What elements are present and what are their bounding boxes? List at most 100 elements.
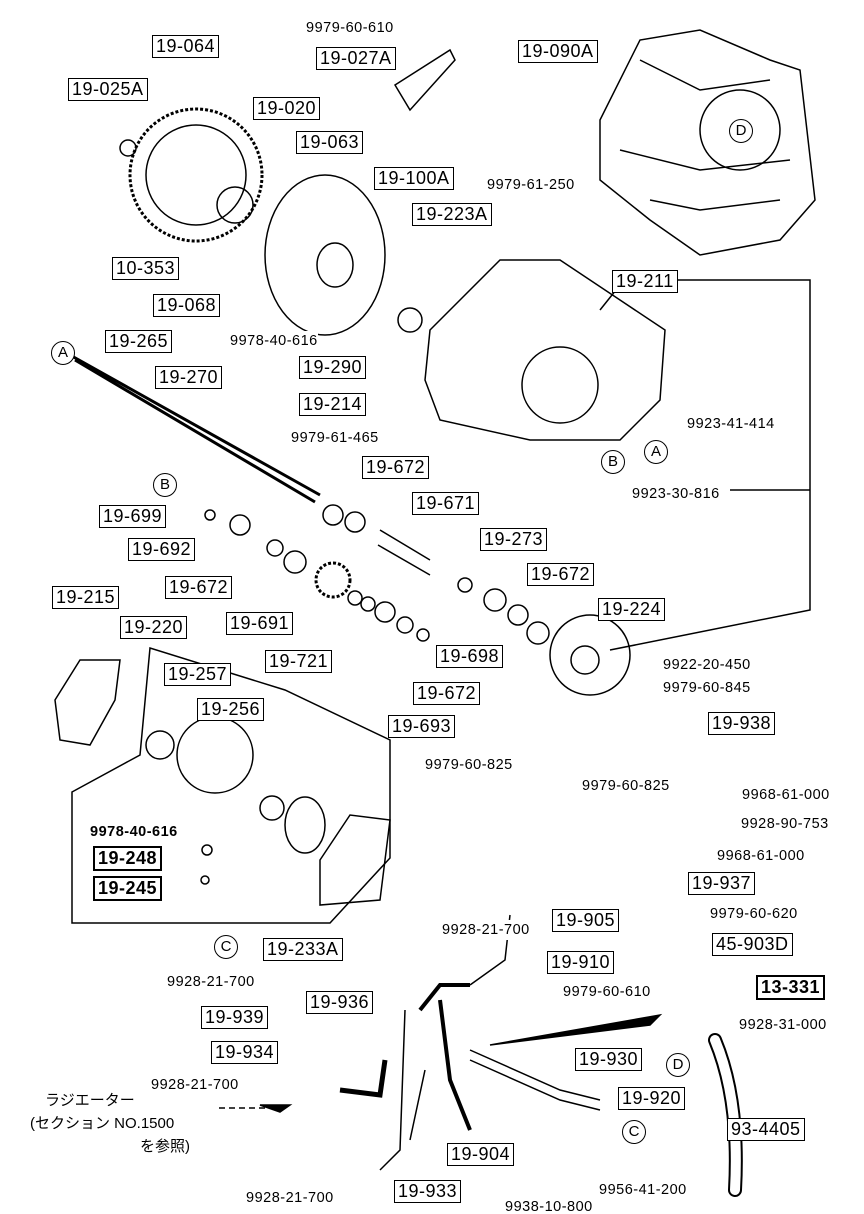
- part-label-19-672[interactable]: 19-672: [165, 576, 233, 599]
- part-number[interactable]: 9928-31-000: [739, 1015, 827, 1035]
- part-number[interactable]: 9979-61-250: [487, 175, 575, 195]
- part-label-19-214[interactable]: 19-214: [299, 393, 367, 416]
- reference-marker-d: D: [729, 119, 753, 143]
- part-number[interactable]: 9928-21-700: [151, 1075, 239, 1095]
- reference-marker-b: B: [153, 473, 177, 497]
- radiator-note-title: ラジエーター: [45, 1092, 135, 1109]
- part-label-19-938[interactable]: 19-938: [708, 712, 776, 735]
- part-label-19-693[interactable]: 19-693: [388, 715, 456, 738]
- part-label-19-671[interactable]: 19-671: [412, 492, 480, 515]
- part-label-19-265[interactable]: 19-265: [105, 330, 173, 353]
- part-label-19-025a[interactable]: 19-025A: [68, 78, 148, 101]
- part-label-19-933[interactable]: 19-933: [394, 1180, 462, 1203]
- part-label-19-672[interactable]: 19-672: [527, 563, 595, 586]
- bushing: [119, 139, 137, 157]
- transaxle-case: [424, 259, 666, 441]
- part-number[interactable]: 9968-61-000: [742, 785, 830, 805]
- part-number[interactable]: 9979-60-610: [563, 982, 651, 1002]
- pump-cover: [319, 814, 391, 906]
- part-label-19-290[interactable]: 19-290: [299, 356, 367, 379]
- part-number[interactable]: 9923-41-414: [687, 414, 775, 434]
- reference-marker-d: D: [666, 1053, 690, 1077]
- part-label-19-672[interactable]: 19-672: [413, 682, 481, 705]
- gear: [314, 561, 352, 599]
- part-number[interactable]: 9979-61-465: [291, 428, 379, 448]
- part-number[interactable]: 9928-90-753: [741, 814, 829, 834]
- part-label-19-910[interactable]: 19-910: [547, 951, 615, 974]
- part-number[interactable]: 9979-60-825: [582, 776, 670, 796]
- cover-plate: [393, 48, 456, 112]
- part-label-19-233a[interactable]: 19-233A: [263, 938, 343, 961]
- part-number[interactable]: 9979-60-825: [425, 755, 513, 775]
- part-label-10-353[interactable]: 10-353: [112, 257, 180, 280]
- case-bore: [699, 89, 781, 171]
- transaxle-assembly: [599, 29, 816, 256]
- part-label-19-224[interactable]: 19-224: [598, 598, 666, 621]
- part-number[interactable]: 9923-30-816: [632, 484, 720, 504]
- part-label-19-939[interactable]: 19-939: [201, 1006, 269, 1029]
- drive-plate: [216, 186, 254, 224]
- part-label-19-020[interactable]: 19-020: [253, 97, 321, 120]
- part-number[interactable]: 9979-60-610: [306, 18, 394, 38]
- part-label-19-256[interactable]: 19-256: [197, 698, 265, 721]
- part-number[interactable]: 9938-10-800: [505, 1197, 593, 1214]
- part-label-19-920[interactable]: 19-920: [618, 1087, 686, 1110]
- part-number[interactable]: 9928-21-700: [246, 1188, 334, 1208]
- part-label-19-692[interactable]: 19-692: [128, 538, 196, 561]
- part-number[interactable]: 9928-21-700: [167, 972, 255, 992]
- part-label-19-934[interactable]: 19-934: [211, 1041, 279, 1064]
- part-label-19-223a[interactable]: 19-223A: [412, 203, 492, 226]
- part-label-19-270[interactable]: 19-270: [155, 366, 223, 389]
- part-number[interactable]: 9978-40-616: [90, 822, 178, 842]
- part-label-19-257[interactable]: 19-257: [164, 663, 232, 686]
- oil-cooler-hose: [418, 983, 472, 1131]
- part-label-19-930[interactable]: 19-930: [575, 1048, 643, 1071]
- part-label-19-100a[interactable]: 19-100A: [374, 167, 454, 190]
- part-label-19-691[interactable]: 19-691: [226, 612, 294, 635]
- part-label-19-721[interactable]: 19-721: [265, 650, 333, 673]
- part-label-19-936[interactable]: 19-936: [306, 991, 374, 1014]
- part-label-19-027a[interactable]: 19-027A: [316, 47, 396, 70]
- reference-marker-c: C: [214, 935, 238, 959]
- part-number[interactable]: 9922-20-450: [663, 655, 751, 675]
- part-label-19-090a[interactable]: 19-090A: [518, 40, 598, 63]
- part-number[interactable]: 9928-21-700: [442, 920, 530, 940]
- part-label-19-211[interactable]: 19-211: [612, 270, 678, 293]
- oil-pump-group-frame: [71, 647, 391, 924]
- reference-marker-a: A: [644, 440, 668, 464]
- part-number[interactable]: 9979-60-845: [663, 678, 751, 698]
- reference-marker-b: B: [601, 450, 625, 474]
- radiator-note-reference: を参照): [140, 1138, 190, 1155]
- part-number[interactable]: 9978-40-616: [230, 331, 318, 351]
- pump-body: [176, 716, 254, 794]
- part-label-19-245[interactable]: 19-245: [93, 876, 163, 901]
- part-label-93-4405[interactable]: 93-4405: [727, 1118, 805, 1141]
- radiator-note-section: (セクション NO.1500: [30, 1115, 175, 1132]
- part-label-19-248[interactable]: 19-248: [93, 846, 163, 871]
- part-label-19-063[interactable]: 19-063: [296, 131, 364, 154]
- part-label-13-331[interactable]: 13-331: [756, 975, 826, 1000]
- reference-marker-c: C: [622, 1120, 646, 1144]
- part-label-19-904[interactable]: 19-904: [447, 1143, 515, 1166]
- gasket: [54, 659, 121, 746]
- part-label-19-068[interactable]: 19-068: [153, 294, 221, 317]
- part-label-19-937[interactable]: 19-937: [688, 872, 756, 895]
- part-label-45-903d[interactable]: 45-903D: [712, 933, 793, 956]
- reference-marker-a: A: [51, 341, 75, 365]
- part-label-19-064[interactable]: 19-064: [152, 35, 220, 58]
- part-label-19-698[interactable]: 19-698: [436, 645, 504, 668]
- input-shaft: [69, 353, 321, 504]
- part-label-19-905[interactable]: 19-905: [552, 909, 620, 932]
- part-label-19-273[interactable]: 19-273: [480, 528, 548, 551]
- part-number[interactable]: 9956-41-200: [599, 1180, 687, 1200]
- end-cover: [549, 614, 631, 696]
- flywheel: [128, 107, 264, 243]
- part-label-19-672[interactable]: 19-672: [362, 456, 430, 479]
- part-label-19-215[interactable]: 19-215: [52, 586, 120, 609]
- part-number[interactable]: 9968-61-000: [717, 846, 805, 866]
- part-label-19-699[interactable]: 19-699: [99, 505, 167, 528]
- part-label-19-220[interactable]: 19-220: [120, 616, 188, 639]
- part-number[interactable]: 9979-60-620: [710, 904, 798, 924]
